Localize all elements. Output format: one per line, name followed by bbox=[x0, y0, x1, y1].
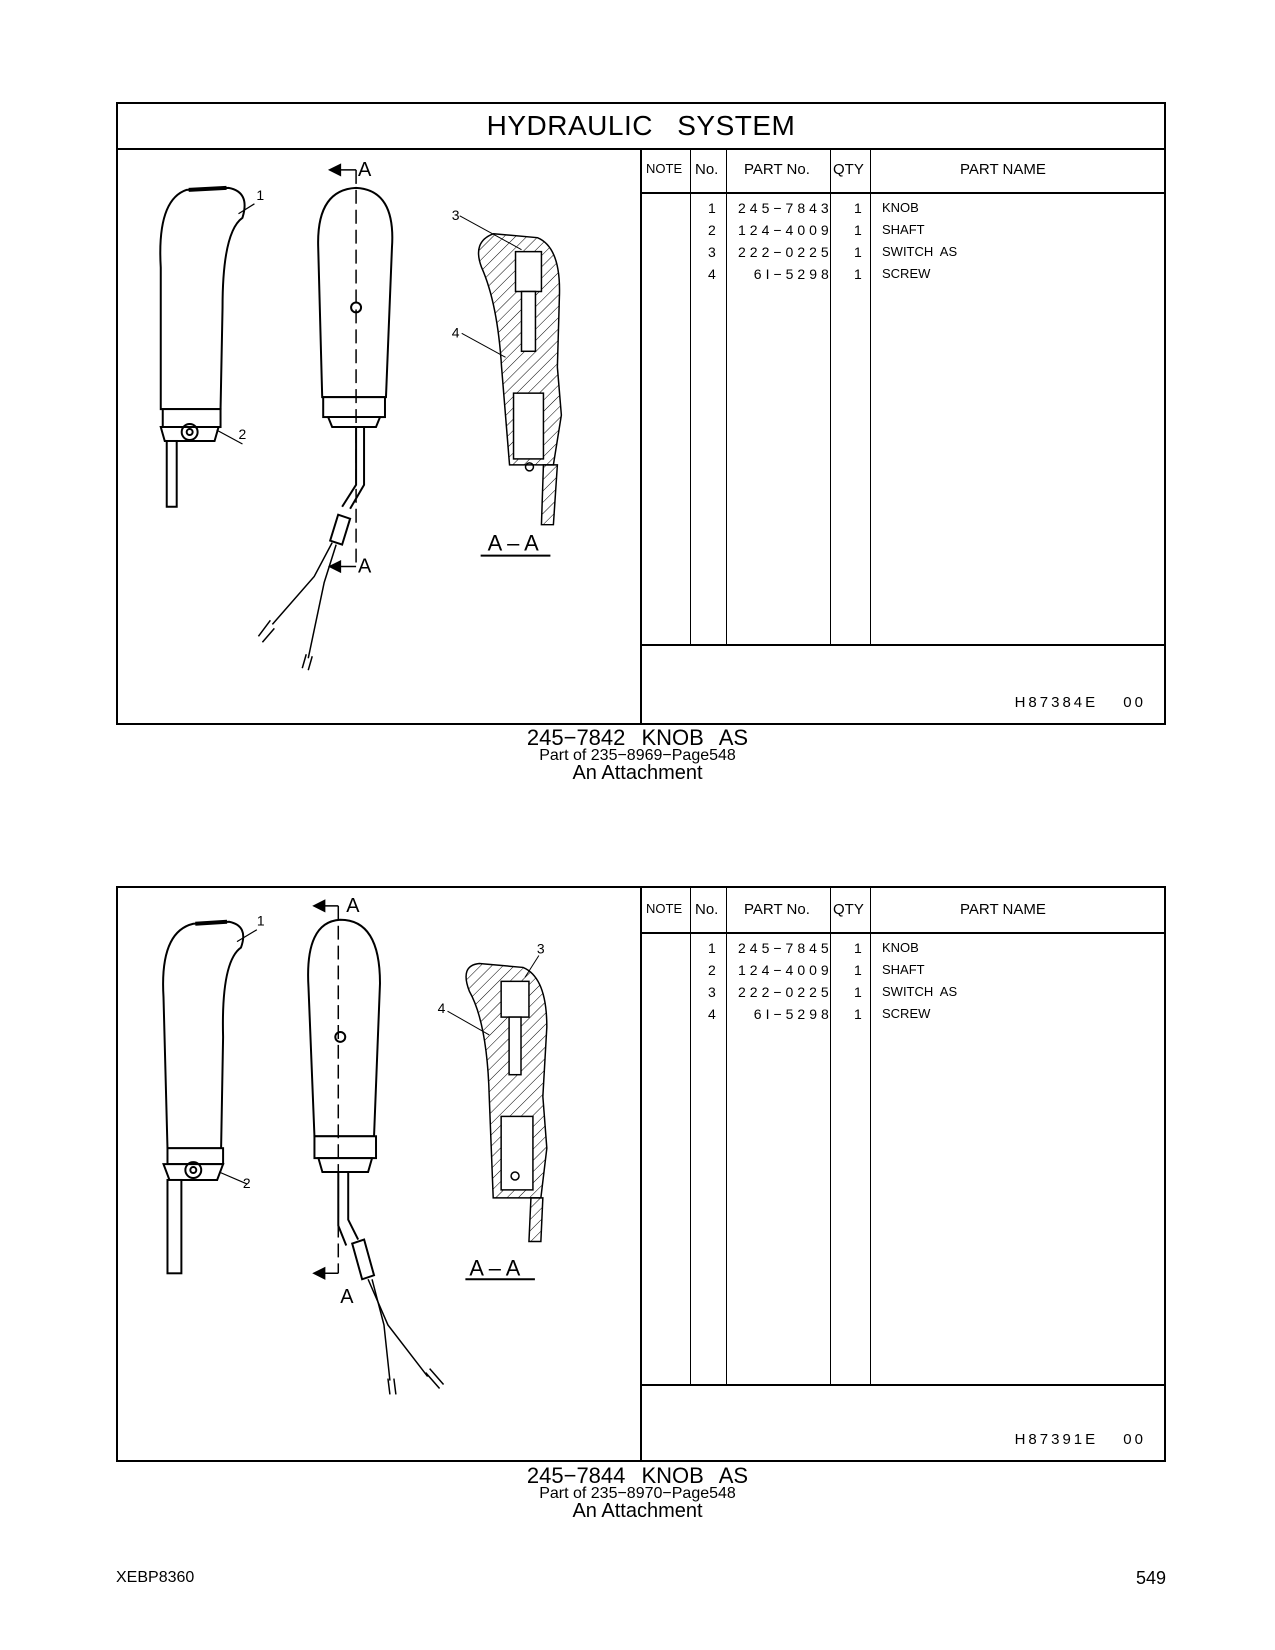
knob-illustration-1: 1 2 3 4 A A A – A bbox=[159, 159, 563, 671]
row-part-name: SCREW bbox=[882, 266, 931, 281]
table-header: NOTE No. PART No. QTY PART NAME bbox=[640, 888, 1164, 934]
section-mark-bottom: A bbox=[358, 556, 372, 578]
header-qty: QTY bbox=[833, 901, 864, 918]
header-part-no: PART No. bbox=[744, 161, 810, 178]
table-footer: H87391E 00 bbox=[640, 1385, 1164, 1460]
row-no: 3 bbox=[708, 984, 716, 1000]
callout-3: 3 bbox=[452, 207, 460, 223]
knob-side-view bbox=[162, 919, 258, 1275]
table-row: 3 222−0225 1 SWITCH AS bbox=[640, 244, 1164, 266]
table-header: NOTE No. PART No. QTY PART NAME bbox=[640, 148, 1164, 194]
row-qty: 1 bbox=[854, 266, 862, 282]
row-qty: 1 bbox=[854, 984, 862, 1000]
section-mark-top: A bbox=[346, 895, 360, 917]
parts-table-1: NOTE No. PART No. QTY PART NAME 1 245−78… bbox=[640, 148, 1164, 723]
row-part-name: KNOB bbox=[882, 200, 919, 215]
header-qty: QTY bbox=[833, 161, 864, 178]
row-no: 3 bbox=[708, 244, 716, 260]
section-mark-top: A bbox=[358, 159, 372, 181]
header-note: NOTE bbox=[646, 901, 683, 916]
table-row: 1 245−7843 1 KNOB bbox=[640, 200, 1164, 222]
header-note: NOTE bbox=[646, 161, 683, 176]
caption-sub-2: Part of 235−8970−Page548 bbox=[539, 1485, 736, 1502]
row-part-name: KNOB bbox=[882, 940, 919, 955]
row-qty: 1 bbox=[854, 222, 862, 238]
parts-table-2: NOTE No. PART No. QTY PART NAME 1 245−78… bbox=[640, 888, 1164, 1460]
caption-title-2: 245−7844 KNOB AS bbox=[526, 1463, 749, 1488]
callout-4: 4 bbox=[452, 324, 460, 340]
section-mark-bottom: A bbox=[340, 1286, 354, 1308]
table-row: 4 6I−5298 1 SCREW bbox=[640, 1006, 1164, 1028]
row-part-name: SHAFT bbox=[882, 222, 925, 237]
parts-panel-1: HYDRAULIC SYSTEM bbox=[116, 102, 1166, 725]
row-qty: 1 bbox=[854, 1006, 862, 1022]
table-row: 4 6I−5298 1 SCREW bbox=[640, 266, 1164, 288]
header-part-name: PART NAME bbox=[960, 901, 1046, 918]
row-part-name: SWITCH AS bbox=[882, 244, 958, 259]
table-row: 3 222−0225 1 SWITCH AS bbox=[640, 984, 1164, 1006]
callout-2: 2 bbox=[238, 426, 246, 442]
parts-panel-2: 1 2 3 4 A A A – A NOTE No. PART No. QTY … bbox=[116, 886, 1166, 1462]
row-qty: 1 bbox=[854, 244, 862, 260]
table-row: 2 124−4009 1 SHAFT bbox=[640, 962, 1164, 984]
header-part-name: PART NAME bbox=[960, 161, 1046, 178]
row-part-no: 222−0225 bbox=[738, 984, 833, 1000]
row-no: 4 bbox=[708, 1006, 716, 1022]
callout-2: 2 bbox=[243, 1175, 251, 1191]
row-part-no: 6I−5298 bbox=[738, 1006, 833, 1022]
table-footer: H87384E 00 bbox=[640, 648, 1164, 723]
table-row: 2 124−4009 1 SHAFT bbox=[640, 222, 1164, 244]
header-part-no: PART No. bbox=[744, 901, 810, 918]
row-qty: 1 bbox=[854, 200, 862, 216]
callout-3: 3 bbox=[537, 941, 545, 957]
row-qty: 1 bbox=[854, 940, 862, 956]
row-part-no: 222−0225 bbox=[738, 244, 833, 260]
header-no: No. bbox=[695, 161, 719, 178]
drawing-code: H87384E 00 bbox=[1014, 694, 1146, 711]
section-view-a-a bbox=[447, 955, 548, 1281]
row-part-no: 6I−5298 bbox=[738, 266, 833, 282]
row-no: 4 bbox=[708, 266, 716, 282]
row-no: 2 bbox=[708, 222, 716, 238]
knob-illustration-2: 1 2 3 4 A A A – A bbox=[162, 895, 548, 1395]
row-part-no: 245−7843 bbox=[738, 200, 833, 216]
section-view-a-a bbox=[459, 215, 563, 557]
drawing-code: H87391E 00 bbox=[1014, 1431, 1146, 1448]
row-part-no: 124−4009 bbox=[738, 962, 833, 978]
row-part-name: SWITCH AS bbox=[882, 984, 958, 999]
header-no: No. bbox=[695, 901, 719, 918]
row-part-no: 245−7845 bbox=[738, 940, 833, 956]
table-body: 1 245−7845 1 KNOB 2 124−4009 1 SHAFT 3 2… bbox=[640, 932, 1164, 1386]
page-number: 549 bbox=[1135, 1568, 1166, 1588]
exploded-drawing-1: 1 2 3 4 A A A – A bbox=[118, 148, 642, 723]
row-qty: 1 bbox=[854, 962, 862, 978]
knob-front-view bbox=[257, 163, 394, 671]
section-title: HYDRAULIC SYSTEM bbox=[118, 104, 1164, 150]
caption-attachment-2: An Attachment bbox=[572, 1500, 703, 1522]
section-label: A – A bbox=[469, 1255, 520, 1280]
callout-4: 4 bbox=[438, 1000, 446, 1016]
caption-sub-1: Part of 235−8969−Page548 bbox=[539, 747, 736, 764]
caption-title-1: 245−7842 KNOB AS bbox=[526, 725, 749, 750]
callout-1: 1 bbox=[256, 187, 264, 203]
row-no: 2 bbox=[708, 962, 716, 978]
knob-front-view bbox=[307, 899, 445, 1395]
row-part-no: 124−4009 bbox=[738, 222, 833, 238]
row-no: 1 bbox=[708, 940, 716, 956]
row-part-name: SHAFT bbox=[882, 962, 925, 977]
knob-side-view bbox=[159, 185, 255, 508]
row-part-name: SCREW bbox=[882, 1006, 931, 1021]
document-id: XEBP8360 bbox=[116, 1569, 195, 1586]
callout-1: 1 bbox=[257, 913, 265, 929]
caption-attachment-1: An Attachment bbox=[572, 762, 703, 784]
row-no: 1 bbox=[708, 200, 716, 216]
table-row: 1 245−7845 1 KNOB bbox=[640, 940, 1164, 962]
table-body: 1 245−7843 1 KNOB 2 124−4009 1 SHAFT 3 2… bbox=[640, 192, 1164, 646]
section-label: A – A bbox=[488, 531, 540, 556]
exploded-drawing-2: 1 2 3 4 A A A – A bbox=[118, 888, 642, 1460]
